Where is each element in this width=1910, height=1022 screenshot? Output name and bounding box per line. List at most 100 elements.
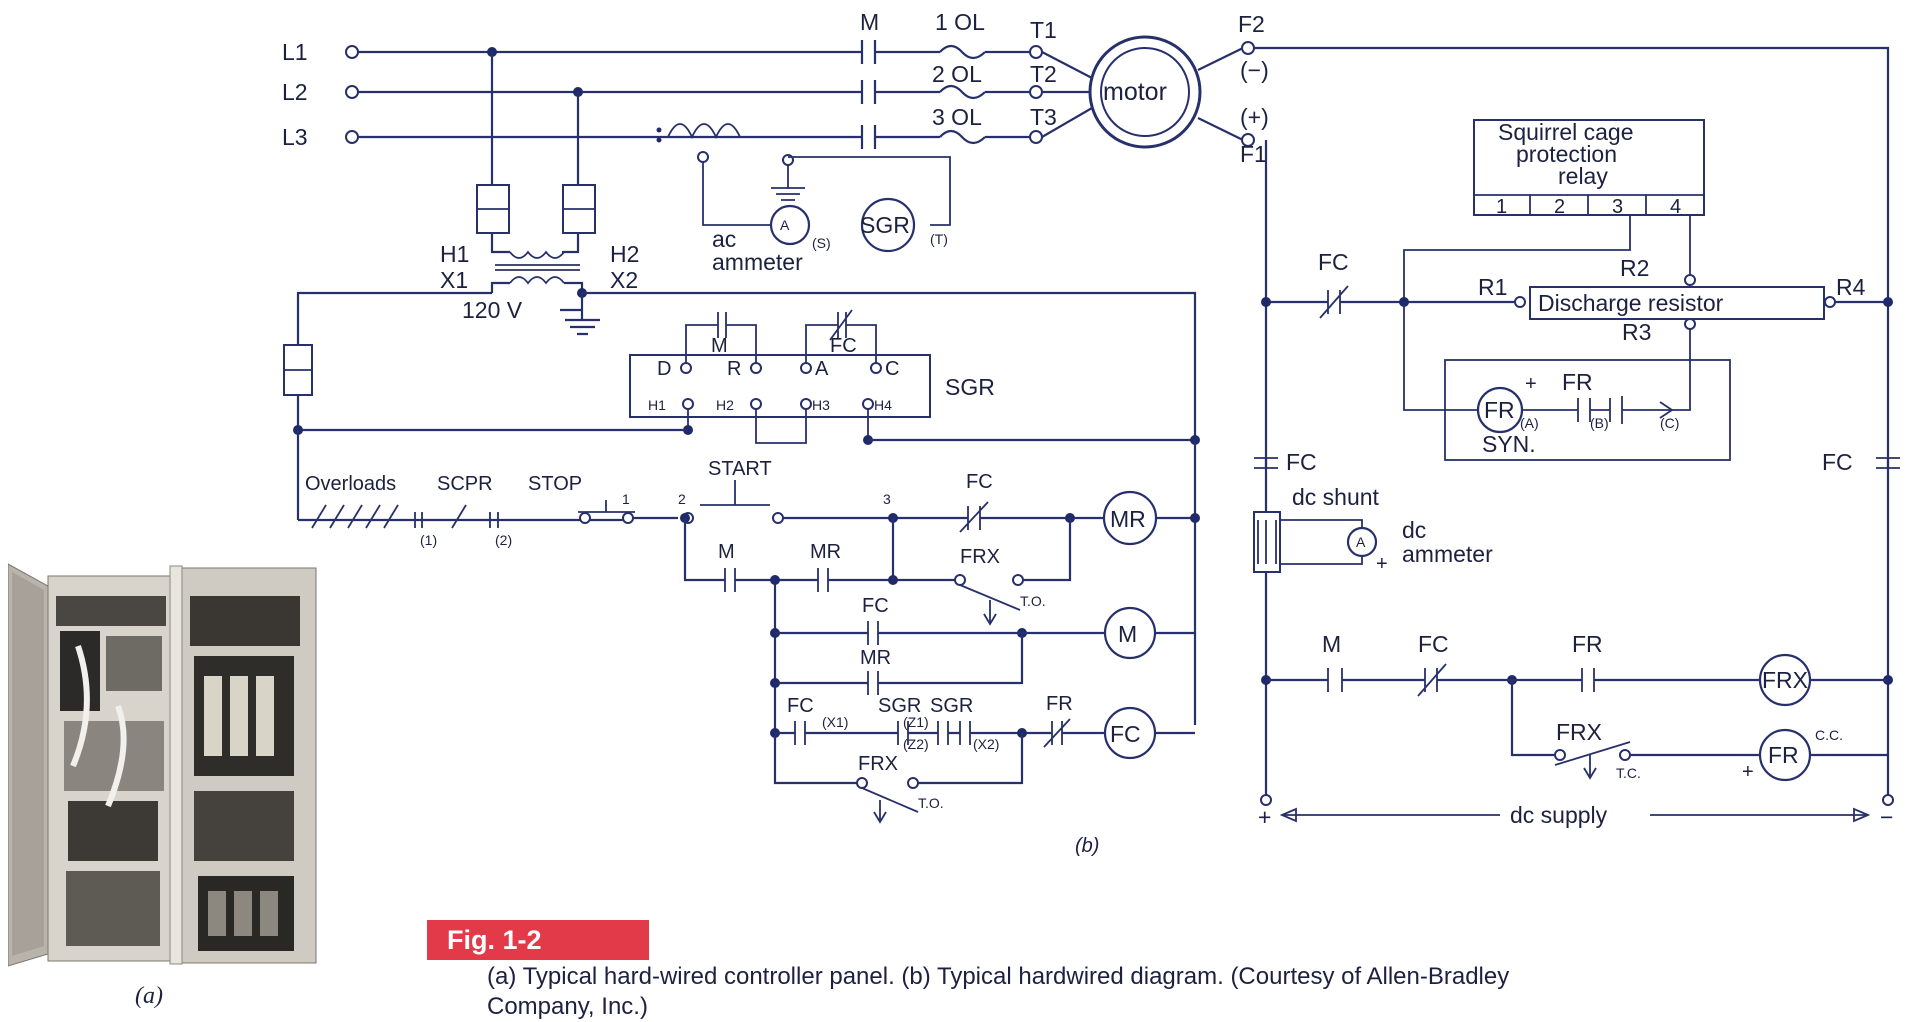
relay-title-1: Squirrel cage — [1498, 119, 1634, 145]
ct-mark-s: (S) — [812, 235, 831, 251]
transformer-x2: X2 — [610, 267, 638, 293]
rung5-fc-label: FC — [787, 695, 814, 717]
dc-ammeter-symbol: A — [1356, 534, 1366, 550]
dc-ammeter-label-1: dc — [1402, 517, 1426, 543]
sgr-top-contact-m: M — [711, 335, 728, 357]
sgr-terminal-r: R — [727, 358, 741, 380]
wire-number-1: 1 — [622, 491, 630, 507]
overload-3-label: 3 OL — [932, 104, 982, 130]
relay-title-3: relay — [1558, 163, 1608, 189]
dc-supply-minus: − — [1880, 804, 1893, 830]
supply-section: L1 L2 L3 M 1 OL 2 OL 3 OL T1 T2 T3 — [282, 9, 1269, 185]
line-label-l1: L1 — [282, 39, 308, 65]
relay-terminal-4: 4 — [1670, 196, 1681, 218]
rung2-mr-label: MR — [810, 541, 841, 563]
line-label-l2: L2 — [282, 79, 308, 105]
figure-caption: (a) Typical hard-wired controller panel.… — [487, 963, 1510, 1020]
bottom-fc-label: FC — [1418, 631, 1449, 657]
control-transformer: H1 H2 X1 X2 120 V — [283, 184, 1197, 440]
coil-frx-label: FRX — [1762, 667, 1808, 693]
sgr-terminal-d: D — [657, 358, 671, 380]
sgr-ct-coil-label: SGR — [860, 212, 910, 238]
syn-mark-c: (C) — [1660, 415, 1679, 431]
syn-coil-label: FR — [1484, 397, 1515, 423]
terminal-t1: T1 — [1030, 17, 1057, 43]
scpr-label: SCPR — [437, 473, 493, 495]
coil-fc-label: FC — [1110, 721, 1141, 747]
fr-plus-mark: + — [1742, 761, 1754, 783]
rung4-mr-label: MR — [860, 647, 891, 669]
sgr-terminal-h3: H3 — [812, 397, 830, 413]
relay-terminal-3: 3 — [1612, 196, 1623, 218]
fc-contact-top-label: FC — [1318, 249, 1349, 275]
rung1-fc-label: FC — [966, 471, 993, 493]
coil-mr-label: MR — [1110, 506, 1146, 532]
sgr-terminal-h2: H2 — [716, 397, 734, 413]
bottom-m-label: M — [1322, 631, 1341, 657]
dc-supply-label: dc supply — [1510, 802, 1608, 828]
panel-a-label: (a) — [135, 983, 163, 1009]
coil-m-label: M — [1118, 621, 1137, 647]
resistor-terminal-r3: R3 — [1622, 319, 1651, 345]
relay-title-2: protection — [1516, 141, 1617, 167]
field-terminal-f1: F1 — [1240, 141, 1267, 167]
coil-fr-label: FR — [1768, 742, 1799, 768]
overloads-label: Overloads — [305, 473, 396, 495]
scpr-mark-1: (1) — [420, 532, 437, 548]
sgr-top-contact-fc: FC — [830, 335, 857, 357]
contact-mark-x1: (X1) — [822, 714, 848, 730]
wire-number-2: 2 — [678, 491, 686, 507]
discharge-resistor-label: Discharge resistor — [1538, 290, 1724, 316]
ac-ammeter-label-1: ac — [712, 226, 736, 252]
dc-field-circuit: Squirrel cage protection relay 1 2 3 4 F… — [1253, 46, 1900, 830]
bottom-fr-label: FR — [1572, 631, 1603, 657]
overload-2-label: 2 OL — [932, 61, 982, 87]
transformer-voltage: 120 V — [462, 297, 523, 323]
sgr-relay: SGR M FC D R A C H1 H2 H3 H4 — [629, 309, 995, 445]
transformer-x1: X1 — [440, 267, 468, 293]
fc-contact-left-label: FC — [1286, 449, 1317, 475]
syn-label: SYN. — [1482, 431, 1536, 457]
motor-label: motor — [1103, 78, 1167, 106]
fc-contact-right-label: FC — [1822, 449, 1853, 475]
resistor-terminal-r4: R4 — [1836, 274, 1866, 300]
dc-ammeter-plus: + — [1376, 553, 1388, 575]
scpr-mark-2: (2) — [495, 532, 512, 548]
ac-ammeter-section: A SGR (S) (T) ac ammeter — [656, 123, 951, 275]
bottom-frx-label: FRX — [1556, 719, 1602, 745]
panel-b-label: (b) — [1075, 835, 1099, 857]
rung3-fc-label: FC — [862, 595, 889, 617]
controller-panel-photo — [8, 556, 323, 974]
ac-ammeter-label-2: ammeter — [712, 249, 803, 275]
sgr-relay-label: SGR — [945, 374, 995, 400]
syn-contact-label: FR — [1562, 369, 1593, 395]
field-terminal-f2: F2 — [1238, 11, 1265, 37]
rung5-sgr2-label: SGR — [930, 695, 973, 717]
motor-icon: motor — [1088, 35, 1202, 149]
figure-tag: Fig. 1-2 — [427, 920, 649, 960]
rung2-frx-label: FRX — [960, 546, 1000, 568]
resistor-terminal-r1: R1 — [1478, 274, 1507, 300]
transformer-h2: H2 — [610, 241, 639, 267]
terminal-t2: T2 — [1030, 61, 1057, 87]
rung6-frx-label: FRX — [858, 753, 898, 775]
syn-mark-a: (A) — [1520, 415, 1539, 431]
sgr-terminal-h1: H1 — [648, 397, 666, 413]
relay-terminal-1: 1 — [1496, 196, 1507, 218]
transformer-h1: H1 — [440, 241, 469, 267]
main-contact-label: M — [860, 9, 879, 35]
sgr-terminal-a: A — [815, 358, 829, 380]
resistor-terminal-r2: R2 — [1620, 255, 1649, 281]
ct-mark-t: (T) — [930, 231, 948, 247]
overload-1-label: 1 OL — [935, 9, 985, 35]
dc-supply-plus: + — [1258, 804, 1271, 830]
relay-terminal-2: 2 — [1554, 196, 1565, 218]
dc-ammeter-label-2: ammeter — [1402, 541, 1493, 567]
field-polarity-neg: (−) — [1240, 57, 1269, 83]
contact-mark-z2: (Z2) — [903, 736, 929, 752]
syn-plus: + — [1525, 373, 1537, 395]
terminal-t3: T3 — [1030, 104, 1057, 130]
line-label-l3: L3 — [282, 124, 308, 150]
field-polarity-pos: (+) — [1240, 104, 1269, 130]
